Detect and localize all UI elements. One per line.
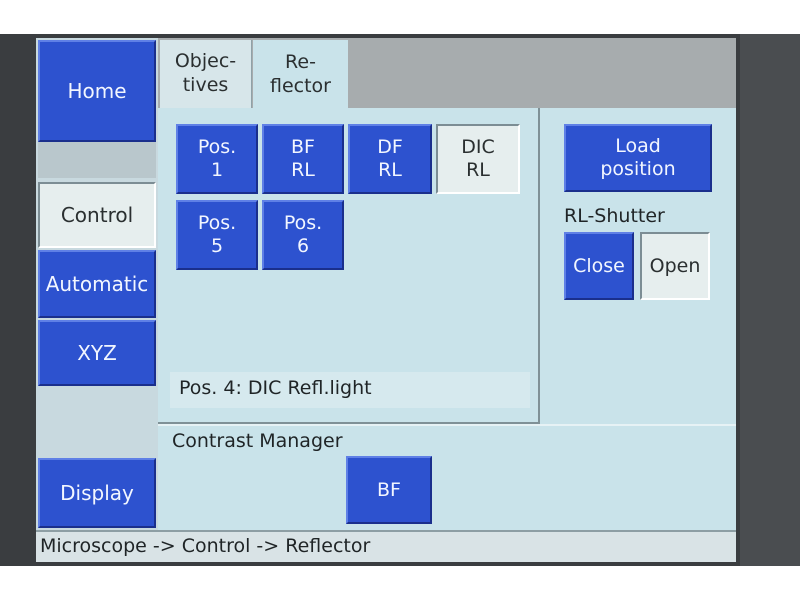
dic-rl-line2: RL [466, 159, 490, 181]
df-rl-line1: DF [377, 136, 403, 159]
display-button[interactable]: Display [38, 458, 156, 528]
shutter-open-label: Open [649, 254, 701, 277]
home-button[interactable]: Home [38, 40, 156, 142]
pos-6-line1: Pos. [283, 212, 323, 235]
display-button-label: Display [60, 481, 134, 505]
home-button-label: Home [67, 79, 127, 103]
dic-rl-line1: DIC [461, 136, 495, 159]
pos-5-line1: Pos. [197, 212, 237, 235]
bf-rl-line2: RL [291, 159, 315, 181]
contrast-bf-button[interactable]: BF [346, 456, 432, 524]
contrast-bf-label: BF [377, 478, 401, 501]
df-rl-button[interactable]: DF RL [348, 124, 432, 194]
status-bar-text: Microscope -> Control -> Reflector [40, 535, 371, 557]
automatic-button[interactable]: Automatic [38, 250, 156, 318]
touch-screen: Home Control Automatic XYZ Display Objec… [36, 38, 736, 562]
rl-shutter-label: RL-Shutter [564, 205, 665, 227]
nav-spacer-bottom [38, 388, 156, 456]
pos-1-line2: 1 [210, 159, 224, 181]
load-position-line2: position [600, 158, 676, 180]
shutter-open-button[interactable]: Open [640, 232, 710, 300]
load-position-line1: Load [615, 135, 661, 158]
pos-5-line2: 5 [210, 235, 224, 257]
pos-1-button[interactable]: Pos. 1 [176, 124, 258, 194]
tab-objectives-line2: tives [182, 74, 229, 96]
df-rl-line2: RL [378, 159, 402, 181]
pos-5-button[interactable]: Pos. 5 [176, 200, 258, 270]
xyz-button-label: XYZ [77, 341, 117, 365]
xyz-button[interactable]: XYZ [38, 320, 156, 386]
tab-reflector[interactable]: Re- flector [253, 40, 348, 110]
pos-6-button[interactable]: Pos. 6 [262, 200, 344, 270]
shutter-close-button[interactable]: Close [564, 232, 634, 300]
control-button-label: Control [60, 203, 134, 227]
control-button[interactable]: Control [38, 182, 156, 248]
bf-rl-button[interactable]: BF RL [262, 124, 344, 194]
pos-1-line1: Pos. [197, 136, 237, 159]
tab-objectives[interactable]: Objec- tives [160, 40, 252, 108]
device-bezel-right [740, 34, 800, 566]
load-position-button[interactable]: Load position [564, 124, 712, 192]
tab-reflector-line2: flector [270, 75, 331, 97]
automatic-button-label: Automatic [45, 272, 149, 296]
nav-spacer-top [38, 142, 156, 178]
pos-6-line2: 6 [296, 235, 310, 257]
selected-position-box [170, 372, 530, 408]
dic-rl-button[interactable]: DIC RL [436, 124, 520, 194]
status-bar: Microscope -> Control -> Reflector [36, 530, 736, 562]
contrast-manager-divider [158, 424, 736, 426]
shutter-close-label: Close [573, 254, 625, 277]
tab-objectives-line1: Objec- [174, 50, 237, 73]
bf-rl-line1: BF [291, 136, 315, 159]
tab-reflector-line1: Re- [285, 51, 316, 74]
selected-position-text: Pos. 4: DIC Refl.light [179, 377, 372, 399]
contrast-manager-label: Contrast Manager [172, 430, 343, 452]
